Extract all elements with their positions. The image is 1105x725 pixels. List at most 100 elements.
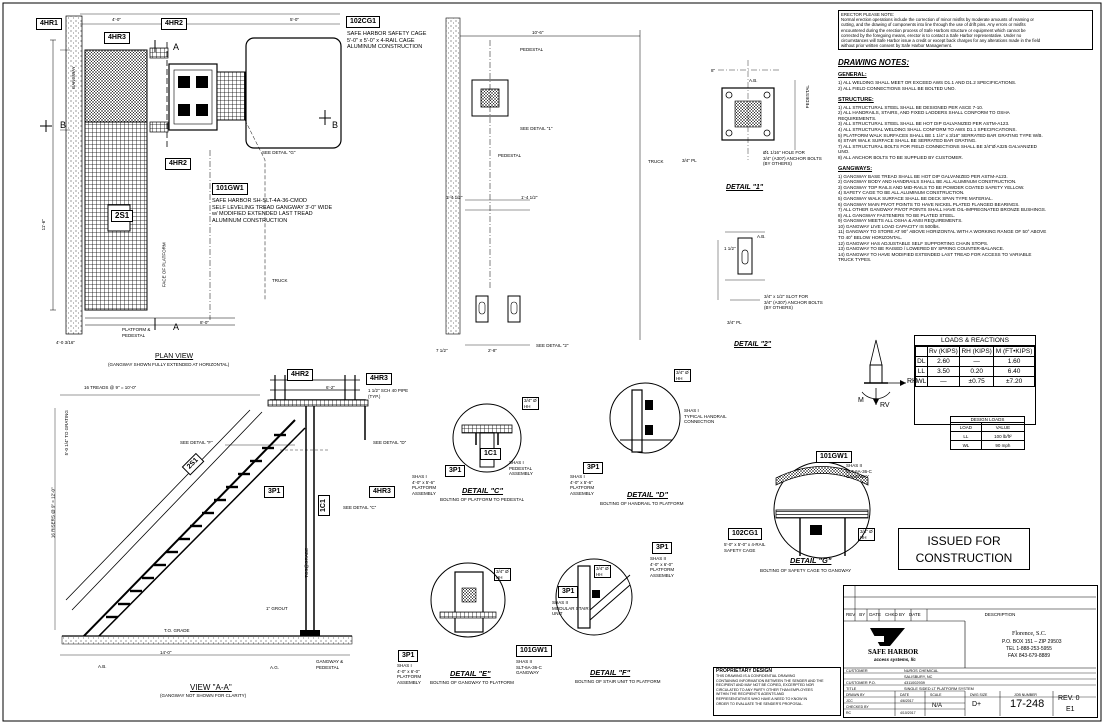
logo-text: SAFE HARBOR [868, 648, 919, 656]
detail1-title: DETAIL "1" [726, 184, 764, 191]
detail2-ab: A.B. [757, 234, 766, 239]
detail-d-label: SHAS I 4'-0" x 5'-6" PLATFORM ASSEMBLY [570, 474, 595, 496]
detail-f-label: SHAS II MODULAR STAIR UNIT [552, 600, 589, 616]
detail-e-title: DETAIL "E" [450, 669, 491, 678]
note-item: 2) ALL FIELD CONNECTIONS SHALL BE BOLTED… [838, 86, 956, 92]
table-row: Rv (KIPS)RH (KIPS)M (FT•KIPS) [915, 346, 1035, 357]
pedestal-truck-label: TRUCK [648, 159, 664, 164]
detail-c-subtitle: BOLTING OF PLATFORM TO PEDESTAL [440, 497, 525, 502]
table-cell: 90 mph [980, 440, 1026, 450]
note-item: 11) GANGWAY TO STORE AT 90° ABOVE HORIZO… [838, 229, 1047, 235]
title-block: REV BY DATE CHKD BY DATE DESCRIPTION SAF… [843, 585, 1098, 718]
face-platform-label: FACE OF PLATFORM [161, 242, 167, 288]
proprietary-notice: PROPRIETARY DESIGN THIS DRAWING IS A CON… [713, 667, 841, 716]
tag-3p1-c: 3P1 [583, 462, 604, 474]
tag-101gw1-c: 101GW1 [516, 645, 552, 657]
tag-1c1: 1C1 [318, 495, 330, 516]
detail2-pl: 3/4" PL [727, 320, 742, 325]
detail-e-label-2: SHAS II SLT-6A-36-C GANGWAY [516, 659, 542, 675]
tag-4hr2-b: 4HR2 [165, 158, 191, 170]
detail-f-subtitle: BOLTING OF STAIR UNIT TO PLATFORM [575, 679, 661, 684]
company-city: Florence, S.C. [1012, 631, 1047, 637]
gangway-label: GANGWAY [70, 66, 76, 90]
table-cell: — [959, 356, 995, 367]
table-cell: M (FT•KIPS) [993, 346, 1035, 357]
section-grout: 1" GROUT [266, 606, 288, 611]
table-cell: 0.20 [959, 366, 995, 377]
note-item: 9) GANGWAY MEETS ALL OSHA & ANSI REQUIRE… [838, 218, 963, 224]
structure-notes: 1) ALL STRUCTURAL STEEL SHALL BE DESIGNE… [838, 105, 1093, 161]
table-cell: RH (KIPS) [959, 346, 995, 357]
note-item: UNO. [838, 149, 850, 155]
note-item: 2) ALL HANDRAILS, STAIRS, AND FIXED LADD… [838, 110, 1010, 116]
rh-label: RH [907, 378, 918, 385]
detail2-dim: 1 1/2" [724, 246, 736, 251]
pedestal-label-2: PEDESTAL [498, 153, 522, 158]
note-item: 8) ALL GANGWAY FASTENERS TO BE PLATED ST… [838, 212, 956, 218]
table-cell: ±7.20 [993, 376, 1035, 387]
table-cell: 1.60 [993, 356, 1035, 367]
tag-3p1-b: 3P1 [445, 465, 466, 477]
loads-title: LOADS & REACTIONS [915, 336, 1035, 346]
section-b-right: B [332, 120, 339, 130]
section-see-d: SEE DETAIL "D" [373, 440, 407, 445]
table-cell: WL [950, 440, 982, 450]
note-item: 5) PLATFORM WALK SURFACES SHALL BE 1 1/4… [838, 132, 1043, 138]
note-item: 4) ALL STRUCTURAL WELDING SHALL CONFORM … [838, 126, 1017, 132]
note-item: 5) GANGWAY WALK SURFACE SHALL BE DECK SP… [838, 195, 993, 201]
title-value: SINGLE SIDED LT PLATFORM SYSTEM [904, 687, 974, 691]
note-item: 14) GANGWAY TO HAVE MODIFIED EXTENDED LA… [838, 251, 1032, 257]
note-item: 6) GANGWAY MAIN PIVOT POINTS TO HAVE NIC… [838, 201, 1020, 207]
drawn-value: JCC [846, 699, 853, 703]
section-a-bottom: A [173, 322, 180, 332]
detail1-pedestal: PEDESTAL [804, 85, 810, 109]
tag-4hr1: 4HR1 [36, 18, 62, 30]
size-label: DWG SIZE [970, 693, 988, 697]
detail-c-title: DETAIL "C" [462, 486, 504, 495]
detail2-title: DETAIL "2" [734, 341, 772, 348]
detail-c-bolt: 3/4" Ø HH [522, 397, 539, 410]
table-cell: ±0.75 [959, 376, 995, 387]
table-cell: 3.50 [926, 366, 961, 377]
m-label: M [858, 397, 864, 404]
tag-3p1: 3P1 [264, 486, 285, 498]
section-ag: A.G. [270, 665, 280, 670]
note-item: 6) STAIR WALK SURFACE SHALL BE SERRATED … [838, 138, 977, 144]
scale-label: SCALE [930, 693, 942, 697]
proprietary-title: PROPRIETARY DESIGN [716, 668, 773, 674]
dim-top-1: 4'-0" [112, 17, 121, 22]
date-value: 4/6/2017 [900, 699, 914, 703]
loads-table: LOADS & REACTIONS Rv (KIPS)RH (KIPS)M (F… [914, 335, 1036, 425]
checked-value: RC [846, 711, 852, 715]
detail-d-title: DETAIL "D" [627, 490, 669, 499]
detail-f-bolt: 3/4" Ø HH [594, 565, 611, 578]
plan-view-title: PLAN VIEW [155, 353, 194, 360]
detail-g-subtitle: BOLTING OF SAFETY CAGE TO GANGWAY [760, 568, 852, 573]
note-item: 3) GANGWAY TOP RAILS AND MID-RAILS TO BE… [838, 184, 1025, 190]
truck-label: TRUCK [272, 278, 288, 283]
detail2-slot-note: 3/4" x 1/2" SLOT FOR 3/4" (A307) ANCHOR … [764, 294, 823, 310]
gangway-note: SAFE HARBOR SH-SLT-4A-36-CMOD SELF LEVEL… [212, 198, 333, 224]
sheet-number: E1 [1066, 706, 1075, 713]
tag-101gw1-b: 101GW1 [816, 451, 852, 463]
dim-left: 11'-6" [40, 219, 46, 231]
section-see-c: SEE DETAIL "C" [343, 505, 377, 510]
note-item: 13) GANGWAY TO BE RAISED / LOWERED BY SP… [838, 246, 1005, 252]
tag-2s1: 2S1 [111, 210, 134, 222]
table-cell: 100 lb/ft² [980, 431, 1026, 441]
customer-value: NUROS CHEMICAL [904, 669, 939, 673]
design-loads-title: DESIGN LOADS [950, 416, 1025, 422]
note-item: 1) ALL STRUCTURAL STEEL SHALL BE DESIGNE… [838, 104, 984, 110]
company-fax: FAX 843-679-8889 [1008, 653, 1050, 659]
dim-bottom: 8'-0" [200, 320, 209, 325]
rev-header-date-2: DATE [908, 612, 921, 617]
tag-102cg1-b: 102CG1 [728, 528, 763, 540]
company-po: P.O. BOX 151 – ZIP 29503 [1002, 639, 1062, 645]
date-value-2: 4/10/2017 [900, 711, 916, 715]
dim-bottom-2: 4'-0 3/16" [56, 340, 75, 345]
